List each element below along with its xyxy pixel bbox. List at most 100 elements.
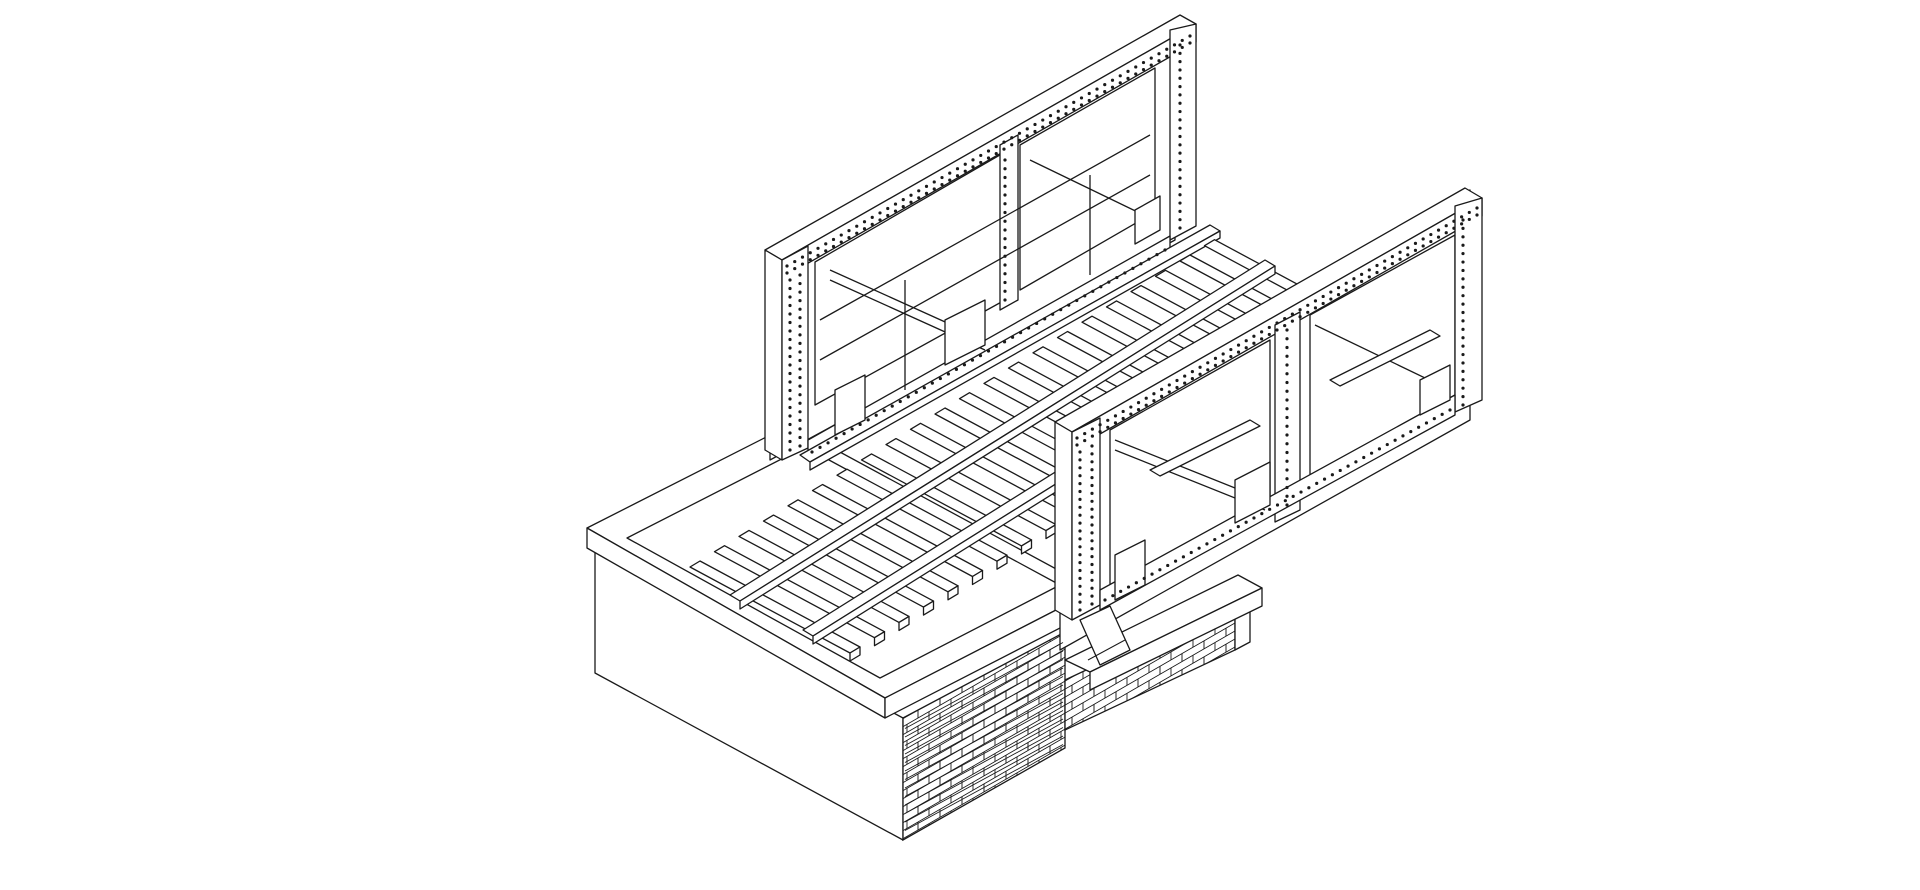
- rivet-front-post-b: [1090, 578, 1094, 582]
- rivet-front-flange-b: [1329, 297, 1333, 301]
- rivet-back-flange-a: [948, 171, 952, 175]
- rivet-back-end: [1178, 226, 1182, 230]
- rivet-back-flange-a: [1134, 65, 1138, 69]
- rivet-front-flange-b: [1413, 248, 1418, 252]
- rivet-front-flange-b: [1383, 266, 1387, 270]
- rivet-front-bottom: [1369, 451, 1374, 455]
- rivet-back-flange-b: [1064, 112, 1068, 116]
- rivet-front-post-b: [1090, 476, 1094, 480]
- rivet-front-stiffener: [1285, 503, 1289, 507]
- rivet-back-bottom: [882, 409, 886, 413]
- rivet-front-flange-b: [1190, 377, 1194, 381]
- rivet-back-flange-a: [1002, 140, 1006, 144]
- rivet-back-stiffener: [1003, 202, 1007, 206]
- rivet-back-flange-b: [886, 213, 890, 218]
- rivet-back-flange-b: [1041, 125, 1045, 129]
- rivet-front-stiffener: [1285, 494, 1289, 498]
- rivet-front-flange-a: [1144, 396, 1148, 400]
- rivet-back-flange-a: [1087, 91, 1091, 96]
- rivet-front-stiffener: [1285, 389, 1289, 393]
- rivet-back-flange-a: [816, 246, 820, 250]
- back-handrail-top: [819, 134, 1151, 321]
- rivet-front-post-b: [1090, 507, 1094, 511]
- rivet-front-post-a: [1078, 513, 1082, 517]
- rivet-front-bottom: [1409, 429, 1413, 434]
- rivet-back-end: [1178, 43, 1182, 47]
- rivet-front-stiffener: [1285, 450, 1289, 455]
- rivet-front-stiffener: [1285, 433, 1289, 437]
- rivet-back-bottom: [1139, 262, 1143, 266]
- rivet-front-post-b: [1090, 539, 1094, 543]
- rivet-front-stiffener: [1285, 328, 1289, 332]
- rivet-back-end: [1178, 176, 1182, 180]
- rivet-back-end: [1178, 84, 1182, 89]
- brick-course: [904, 718, 1064, 806]
- rivet-back-end: [1178, 109, 1182, 114]
- rivet-front-stiffener: [1285, 468, 1289, 472]
- rivet-front-flange-a: [1390, 255, 1394, 259]
- back-girder-end-post-face: [781, 245, 809, 461]
- rivet-front-flange-b: [1344, 288, 1348, 292]
- rivet-back-bottom: [890, 404, 894, 408]
- rivet-front-bottom: [1213, 537, 1217, 542]
- rivet-back-flange-a: [870, 215, 874, 219]
- rivet-front-post-b: [1090, 570, 1094, 575]
- rivet-front-bottom: [1252, 516, 1256, 520]
- rivet-back-stiffener: [1003, 245, 1007, 250]
- brick-course: [904, 676, 1064, 763]
- rivet-back-bottom: [1147, 257, 1151, 261]
- rivet-front-flange-b: [1098, 430, 1102, 434]
- brick-courses: [904, 642, 1064, 831]
- rivet-front-end: [1461, 218, 1465, 222]
- rivet-front-bottom: [1221, 533, 1225, 537]
- rivet-front-end: [1461, 386, 1465, 390]
- rivet-front-flange-a: [1221, 352, 1225, 356]
- rivet-front-flange-b: [1183, 381, 1187, 385]
- brick-course: [904, 727, 1064, 814]
- rivet-back-flange-b: [940, 182, 944, 187]
- rivet-back-post-a: [788, 329, 792, 333]
- rivet-back-flange-a: [878, 211, 882, 215]
- rivet-back-post-a: [788, 414, 792, 418]
- rivet-back-flange-b: [824, 249, 828, 253]
- rivet-back-bottom: [834, 436, 838, 440]
- rivet-front-flange-b: [1460, 222, 1464, 226]
- rivet-front-end: [1461, 302, 1465, 306]
- rivet-front-bottom: [1432, 417, 1436, 421]
- rivet-back-end: [1178, 193, 1182, 197]
- rivet-back-stiffener: [1003, 210, 1007, 215]
- rivet-back-bottom: [938, 376, 942, 381]
- rivet-front-bottom: [1299, 490, 1303, 494]
- rivet-front-post-a: [1078, 505, 1082, 509]
- rivet-front-flange-b: [1075, 443, 1079, 447]
- rivet-back-post-b: [798, 418, 802, 422]
- rivet-back-post-a: [788, 295, 792, 299]
- rivet-back-flange-b: [1095, 94, 1099, 98]
- rivet-front-bottom: [1385, 442, 1389, 447]
- rivet-front-flange-a: [1260, 330, 1264, 334]
- rivet-front-stiffener: [1285, 354, 1289, 358]
- rivet-front-flange-a: [1167, 383, 1171, 387]
- rivet-front-flange-b: [1198, 372, 1202, 376]
- rivet-back-flange-b: [1033, 129, 1037, 134]
- rivet-back-post-a: [788, 422, 792, 427]
- rivet-back-flange-a: [1157, 52, 1161, 56]
- rivet-back-flange-b: [847, 236, 851, 240]
- rivet-back-post-a: [788, 380, 792, 384]
- rivet-front-flange-b: [1129, 412, 1133, 416]
- rivet-front-bottom: [1111, 594, 1115, 598]
- rivet-back-bottom: [1123, 271, 1127, 275]
- rivet-back-flange-a: [1095, 87, 1099, 91]
- rivet-front-flange-a: [1383, 259, 1387, 263]
- rivet-back-stiffener: [1003, 272, 1007, 276]
- rivet-front-flange-b: [1298, 315, 1302, 319]
- rivet-front-bottom: [1244, 520, 1248, 524]
- rivet-front-bottom: [1417, 425, 1421, 429]
- rivet-front-flange-a: [1336, 286, 1341, 290]
- rivet-back-stiffener: [1003, 158, 1007, 162]
- rivet-front-post-a: [1078, 489, 1082, 494]
- rivet-back-flange-a: [909, 193, 913, 197]
- rivet-back-post-a: [788, 448, 792, 452]
- back-walkway-edge: [809, 230, 1221, 471]
- rivet-front-flange-b: [1360, 279, 1364, 283]
